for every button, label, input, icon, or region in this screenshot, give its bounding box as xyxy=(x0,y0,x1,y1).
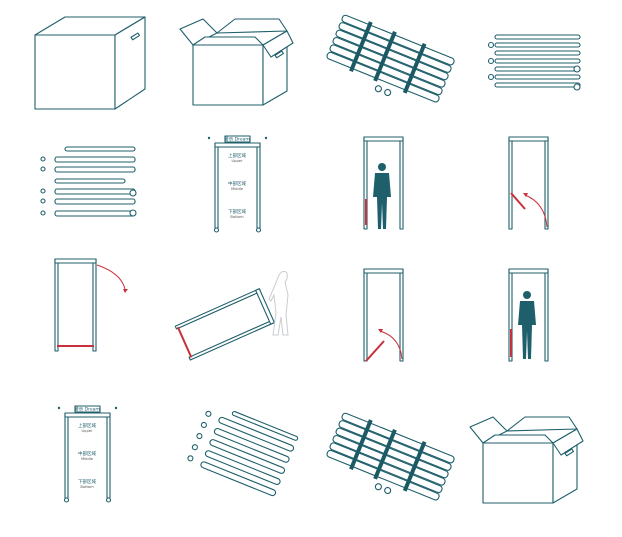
middle-zone-en-2: Middle xyxy=(81,457,94,461)
bottom-zone-en: Bottom xyxy=(230,215,244,219)
gate-zones-icon: 警示 Dream 上部区域 Upper 中部区域 Middle 下部区域 Bot… xyxy=(57,405,118,503)
step-15-strapped-bundle xyxy=(320,403,470,533)
step-13-gate-zones: 警示 Dream 上部区域 Upper 中部区域 Middle 下部区域 Bot… xyxy=(25,403,175,533)
step-9-gate-rotate xyxy=(25,255,175,385)
gate-fold-left-icon xyxy=(508,136,549,230)
step-6-gate-assembled: 警示 Dream 上部区域 Upper 中部区域 Middle 下部区域 Bot… xyxy=(175,133,325,263)
step-1-closed-box xyxy=(25,5,175,135)
step-3-strapped-bundle xyxy=(320,5,470,135)
person-walking-through-gate-icon xyxy=(363,136,404,230)
upper-zone-en: Upper xyxy=(232,159,243,163)
parts-spread-icon xyxy=(487,34,581,91)
bottom-zone-cn-2: 下部区域 xyxy=(78,478,96,485)
upper-zone-cn: 上部区域 xyxy=(228,152,246,159)
step-12-person-in-gate xyxy=(465,255,615,385)
gate-fold-bottom-icon xyxy=(363,268,404,362)
step-8-gate-fold-left xyxy=(465,133,615,263)
middle-zone-cn: 中部区域 xyxy=(228,180,246,187)
upper-zone-en-2: Upper xyxy=(82,429,93,433)
middle-zone-en: Middle xyxy=(231,187,244,191)
step-16-open-box xyxy=(465,403,615,533)
step-4-parts-spread xyxy=(465,5,615,135)
gate-assembled-icon: 警示 Dream 上部区域 Upper 中部区域 Middle 下部区域 Bot… xyxy=(207,135,268,233)
open-box-icon xyxy=(469,416,584,504)
parts-laid-out-icon xyxy=(40,146,137,217)
top-panel-label-2: 警示 Dream xyxy=(74,406,100,413)
person-in-gate-icon xyxy=(508,268,549,362)
top-panel-label: 警示 Dream xyxy=(224,136,250,143)
strapped-bundle-icon xyxy=(326,412,455,501)
step-10-gate-tilted-with-person xyxy=(174,255,325,385)
step-5-parts-laid-out xyxy=(25,133,175,263)
strapped-bundle-icon xyxy=(326,14,455,103)
bottom-zone-cn: 下部区域 xyxy=(228,208,246,215)
step-7-person-walking-through xyxy=(320,133,470,263)
closed-box-icon xyxy=(34,16,146,110)
bottom-zone-en-2: Bottom xyxy=(80,485,94,489)
open-box-icon xyxy=(179,18,294,106)
step-2-open-box xyxy=(175,5,325,135)
gate-tilted-with-person-icon xyxy=(174,270,289,361)
gate-rotate-icon xyxy=(54,258,128,352)
step-11-gate-fold-bottom xyxy=(320,255,470,385)
parts-diagonal-icon xyxy=(187,410,299,497)
step-14-parts-diagonal xyxy=(175,403,325,533)
upper-zone-cn-2: 上部区域 xyxy=(78,422,96,429)
middle-zone-cn-2: 中部区域 xyxy=(78,450,96,457)
